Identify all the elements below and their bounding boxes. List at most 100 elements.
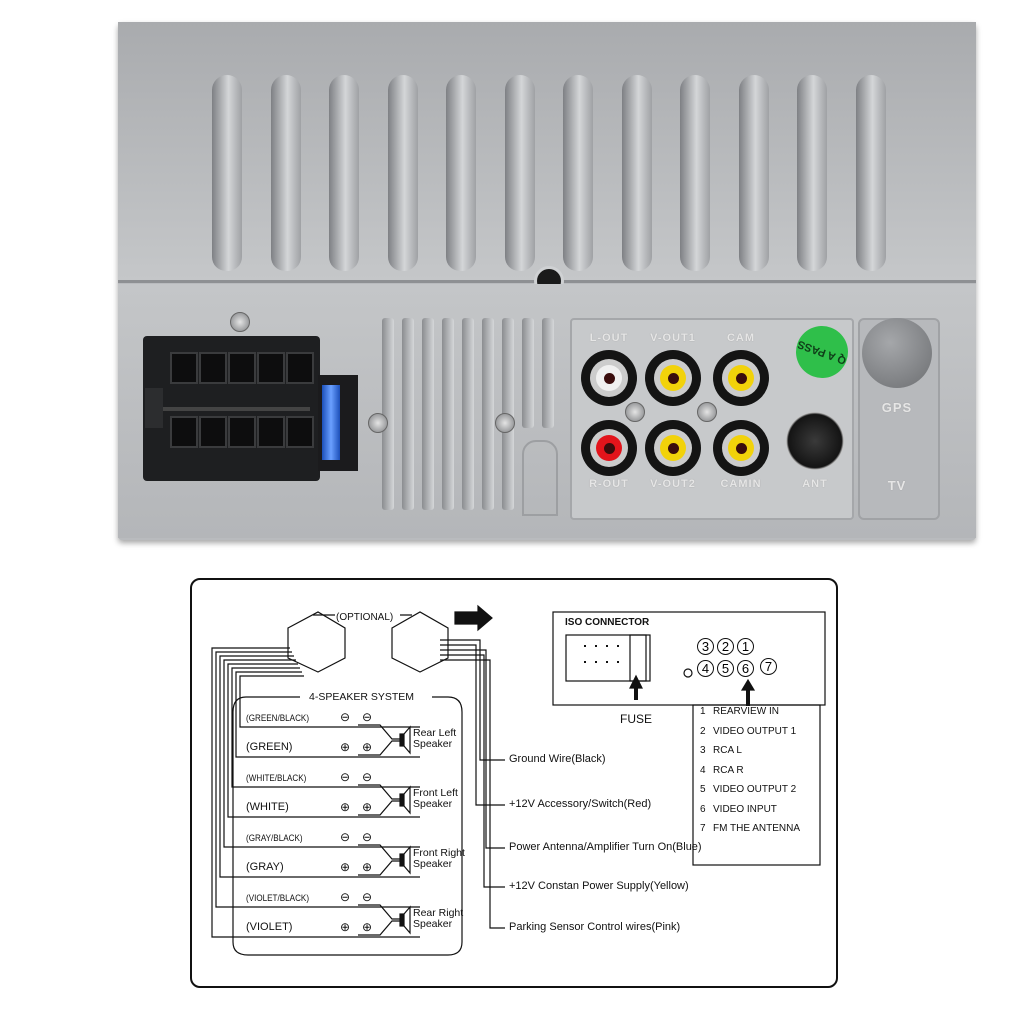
wire-label-negative: (WHITE/BLACK) — [246, 773, 307, 783]
rca-jack-camin[interactable] — [713, 420, 769, 476]
iso-pin — [228, 352, 256, 384]
panel-recess — [522, 440, 558, 516]
jack-core — [728, 365, 754, 391]
iso-pin — [286, 416, 314, 448]
screw-icon — [697, 402, 717, 422]
speaker-icon — [399, 793, 405, 807]
speaker-wire — [358, 784, 400, 816]
iso-pin — [170, 416, 198, 448]
wire-label-negative: (GRAY/BLACK) — [246, 833, 303, 843]
minus-icon: ⊖ — [362, 710, 373, 724]
jack-ring — [654, 359, 692, 397]
vent-slot — [462, 318, 474, 510]
heatsink-fin — [621, 75, 652, 271]
port-number-4: 4 — [697, 660, 714, 677]
legend-label: FM THE ANTENNA — [713, 823, 801, 834]
rca-label: L-OUT — [589, 332, 629, 344]
control-wire-label: Parking Sensor Control wires(Pink) — [509, 921, 681, 933]
vent-slot — [402, 318, 414, 510]
wire-label-positive: (VIOLET) — [246, 921, 293, 933]
vent-slot — [482, 318, 494, 510]
jack-ring — [722, 429, 760, 467]
jack-core — [660, 365, 686, 391]
vent-slot — [522, 318, 534, 428]
optional-label: (OPTIONAL) — [336, 612, 394, 623]
jack-hole — [667, 442, 679, 454]
iso-pin-dot — [584, 645, 586, 647]
speaker-cone — [403, 905, 411, 935]
speaker-name-line: Speaker — [413, 798, 453, 810]
wire-label-positive: (GREEN) — [246, 741, 293, 753]
jack-core — [660, 435, 686, 461]
iso-pin — [199, 416, 227, 448]
heatsink-fin — [680, 75, 710, 271]
iso-pin-dot — [617, 661, 619, 663]
iso-pin-dot — [617, 645, 619, 647]
speaker-wire — [358, 904, 400, 936]
rca-jack-v-out1[interactable] — [645, 350, 701, 406]
speaker-cone — [403, 845, 411, 875]
speaker-wire — [358, 844, 400, 876]
iso-pin-dot — [595, 645, 597, 647]
iso-pin — [199, 352, 227, 384]
vent-slot — [382, 318, 394, 510]
right-plug-icon — [391, 611, 449, 673]
ant-label: ANT — [802, 478, 828, 490]
port-number-6: 6 — [737, 660, 754, 677]
vent-slot — [422, 318, 434, 510]
control-wire-label: +12V Constan Power Supply(Yellow) — [509, 880, 689, 892]
wire-label-positive: (WHITE) — [246, 801, 289, 813]
legend-number: 2 — [700, 725, 706, 737]
jack-hole — [603, 442, 615, 454]
minus-icon: ⊖ — [340, 830, 351, 844]
plus-icon: ⊕ — [340, 740, 351, 754]
heatsink-fin — [270, 75, 301, 271]
jack-ring — [654, 429, 692, 467]
gps-port[interactable] — [862, 318, 932, 388]
legend-number: 7 — [700, 823, 706, 834]
rca-jack-l-out[interactable] — [581, 350, 637, 406]
rca-jack-r-out[interactable] — [581, 420, 637, 476]
heatsink-fin — [387, 75, 418, 271]
heatsink-fin — [504, 75, 535, 271]
plus-icon: ⊕ — [362, 800, 373, 814]
iso-pin-dot — [606, 661, 608, 663]
heatsink-fin — [738, 75, 769, 271]
plus-icon: ⊕ — [340, 920, 351, 934]
jack-hole — [603, 372, 615, 384]
speaker-name-line: Speaker — [413, 738, 453, 750]
port-number-7: 7 — [760, 658, 777, 675]
rca-label: CAMIN — [720, 478, 762, 490]
jack-core — [728, 435, 754, 461]
minus-icon: ⊖ — [362, 830, 373, 844]
legend-label: RCA R — [713, 764, 744, 776]
minus-icon: ⊖ — [340, 770, 351, 784]
rca-label: V-OUT2 — [650, 478, 696, 490]
speaker-wire — [358, 724, 400, 756]
screw-icon — [368, 413, 388, 433]
control-wire-label: Ground Wire(Black) — [509, 753, 606, 765]
legend-label: REARVIEW IN — [713, 706, 779, 717]
iso-pin — [257, 416, 285, 448]
iso-pin-dot — [606, 645, 608, 647]
rca-jack-cam[interactable] — [713, 350, 769, 406]
screw-icon — [625, 402, 645, 422]
speaker-name-line: Rear Right — [413, 907, 464, 919]
heatsink-fin — [329, 75, 359, 271]
heatsink-fin — [563, 75, 593, 271]
screw-icon — [230, 312, 250, 332]
antenna-jack[interactable] — [786, 412, 844, 470]
iso-connector-title: ISO CONNECTOR — [565, 617, 650, 628]
port-number-5: 5 — [717, 660, 734, 677]
speaker-name-line: Speaker — [413, 918, 453, 930]
rca-label: CAM — [726, 332, 756, 344]
legend-label: VIDEO OUTPUT 2 — [713, 784, 797, 795]
wire-label-negative: (VIOLET/BLACK) — [246, 893, 310, 903]
rca-jack-v-out2[interactable] — [645, 420, 701, 476]
left-plug-icon — [287, 611, 346, 673]
legend-number: 5 — [700, 784, 706, 795]
legend-number: 4 — [700, 764, 706, 776]
minus-icon: ⊖ — [362, 890, 373, 904]
iso-pin-dot — [584, 661, 586, 663]
